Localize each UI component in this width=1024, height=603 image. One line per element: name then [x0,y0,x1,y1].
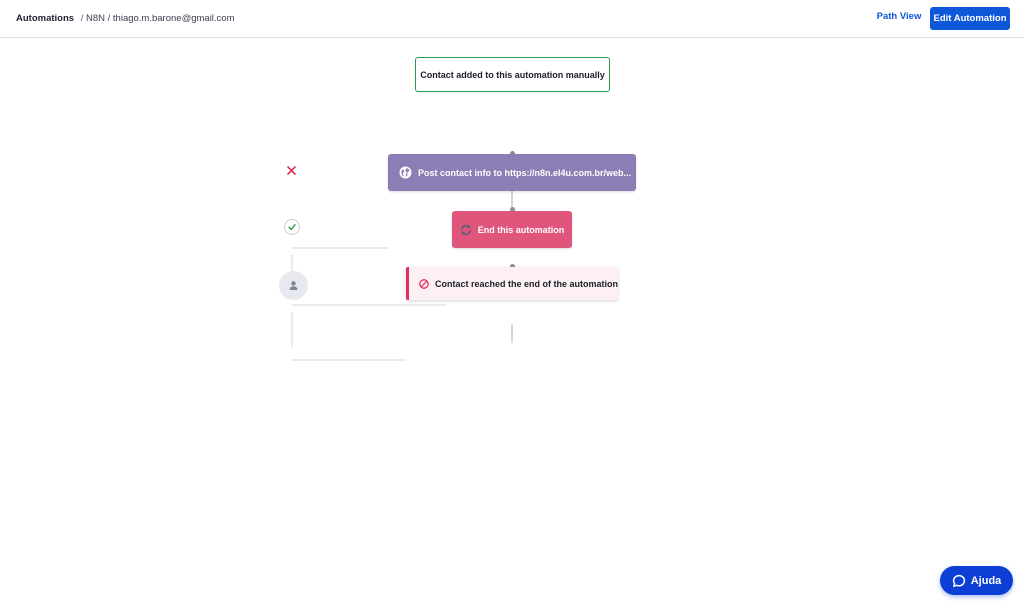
globe-icon [399,166,412,179]
breadcrumb-separator: / [80,13,84,24]
end-state-label: Contact reached the end of the automatio… [435,278,618,289]
breadcrumb-automation-name: N8N / thiago.m.barone@gmail.com [85,13,235,24]
connector-lines [291,168,513,361]
sync-icon [460,224,472,236]
end-automation-node[interactable]: End this automation [452,211,572,248]
automation-canvas [0,38,1024,603]
trigger-node[interactable]: Contact added to this automation manuall… [415,57,610,92]
connector-dot [510,207,515,212]
path-view-link[interactable]: Path View [876,11,922,22]
connector-dot [510,264,515,269]
trigger-label: Contact added to this automation manuall… [420,69,605,80]
connector-dot [510,151,515,156]
end-state-node: Contact reached the end of the automatio… [406,267,618,300]
end-action-label: End this automation [477,224,565,235]
top-bar: Automations / N8N / thiago.m.barone@gmai… [0,0,1024,38]
webhook-action-node[interactable]: Post contact info to https://n8n.el4u.co… [388,154,636,191]
x-icon[interactable] [285,164,298,177]
breadcrumb-automations-link[interactable]: Automations [16,13,75,24]
help-button[interactable]: Ajuda [940,566,1013,595]
help-label: Ajuda [970,574,1002,587]
no-entry-icon [419,278,429,289]
chat-bubble-icon [952,574,966,588]
check-icon[interactable] [284,219,300,235]
webhook-label: Post contact info to https://n8n.el4u.co… [418,167,632,178]
edit-automation-button[interactable]: Edit Automation [930,7,1010,30]
person-icon [279,271,308,300]
breadcrumb: Automations / N8N / thiago.m.barone@gmai… [16,12,235,25]
